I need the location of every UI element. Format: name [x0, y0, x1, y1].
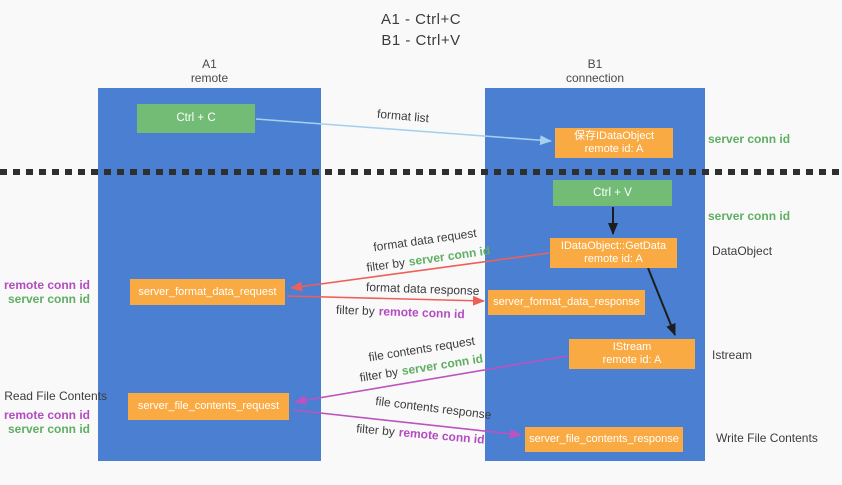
left-server-conn-id-1: server conn id	[7, 292, 90, 306]
write-file-contents-label: Write File Contents	[716, 431, 818, 445]
node-ctrl-v: Ctrl + V	[553, 180, 672, 206]
file-contents-request-arrow	[294, 355, 568, 406]
dataobject-label: DataObject	[712, 244, 773, 258]
title-line-2: B1 - Ctrl+V	[381, 32, 461, 49]
node-ctrl-v-label: Ctrl + V	[593, 186, 632, 199]
format-data-response-arrow	[286, 295, 485, 306]
node-istream-line1: IStream	[612, 341, 652, 353]
node-save-idataobject-line1: 保存IDataObject	[573, 130, 655, 142]
node-file-response-label: server_file_contents_response	[529, 433, 679, 445]
node-istream-line2: remote id: A	[602, 354, 662, 366]
node-istream: IStream remote id: A	[569, 339, 695, 369]
node-getdata-line1: IDataObject::GetData	[560, 240, 667, 252]
right-server-conn-id-2: server conn id	[708, 209, 791, 223]
node-server-format-data-response: server_format_data_response	[488, 290, 645, 315]
node-save-idataobject-line2: remote id: A	[584, 143, 644, 155]
column-header-b1: B1 connection	[485, 57, 705, 85]
column-b1-name: B1	[587, 57, 603, 71]
node-format-request-label: server_format_data_request	[138, 285, 277, 298]
node-server-file-contents-response: server_file_contents_response	[525, 427, 683, 452]
node-server-format-data-request: server_format_data_request	[130, 279, 285, 305]
dotted-separator-line	[0, 169, 842, 175]
format-data-request-arrow	[290, 252, 550, 292]
left-remote-conn-id-2: remote conn id	[3, 408, 90, 422]
node-getdata-line2: remote id: A	[584, 253, 643, 265]
title-line-1: A1 - Ctrl+C	[380, 11, 462, 28]
remote-conn-id-text: remote conn id	[378, 304, 465, 322]
node-file-request-label: server_file_contents_request	[137, 400, 280, 412]
node-ctrl-c: Ctrl + C	[137, 104, 255, 133]
node-save-idataobject: 保存IDataObject remote id: A	[555, 128, 673, 158]
right-server-conn-id-1: server conn id	[708, 132, 791, 146]
left-remote-conn-id-1: remote conn id	[3, 278, 90, 292]
format-list-arrow	[255, 118, 552, 146]
left-server-conn-id-2: server conn id	[7, 422, 90, 436]
node-server-file-contents-request: server_file_contents_request	[128, 393, 289, 420]
column-header-a1: A1 remote	[98, 57, 321, 85]
istream-label: Istream	[712, 348, 753, 362]
column-b1-role: connection	[565, 71, 625, 85]
file-contents-response-arrow	[292, 409, 522, 439]
filter-by-text: filter by	[335, 302, 375, 319]
node-idataobject-getdata: IDataObject::GetData remote id: A	[550, 238, 677, 268]
read-file-contents-label: Read File Contents	[4, 389, 107, 403]
getdata-to-istream-arrow	[647, 267, 676, 336]
column-a1-role: remote	[190, 71, 229, 85]
node-ctrl-c-label: Ctrl + C	[176, 112, 216, 124]
node-format-response-label: server_format_data_response	[493, 296, 640, 308]
diagram-title: A1 - Ctrl+C B1 - Ctrl+V	[0, 9, 842, 51]
column-a1-name: A1	[202, 57, 217, 71]
